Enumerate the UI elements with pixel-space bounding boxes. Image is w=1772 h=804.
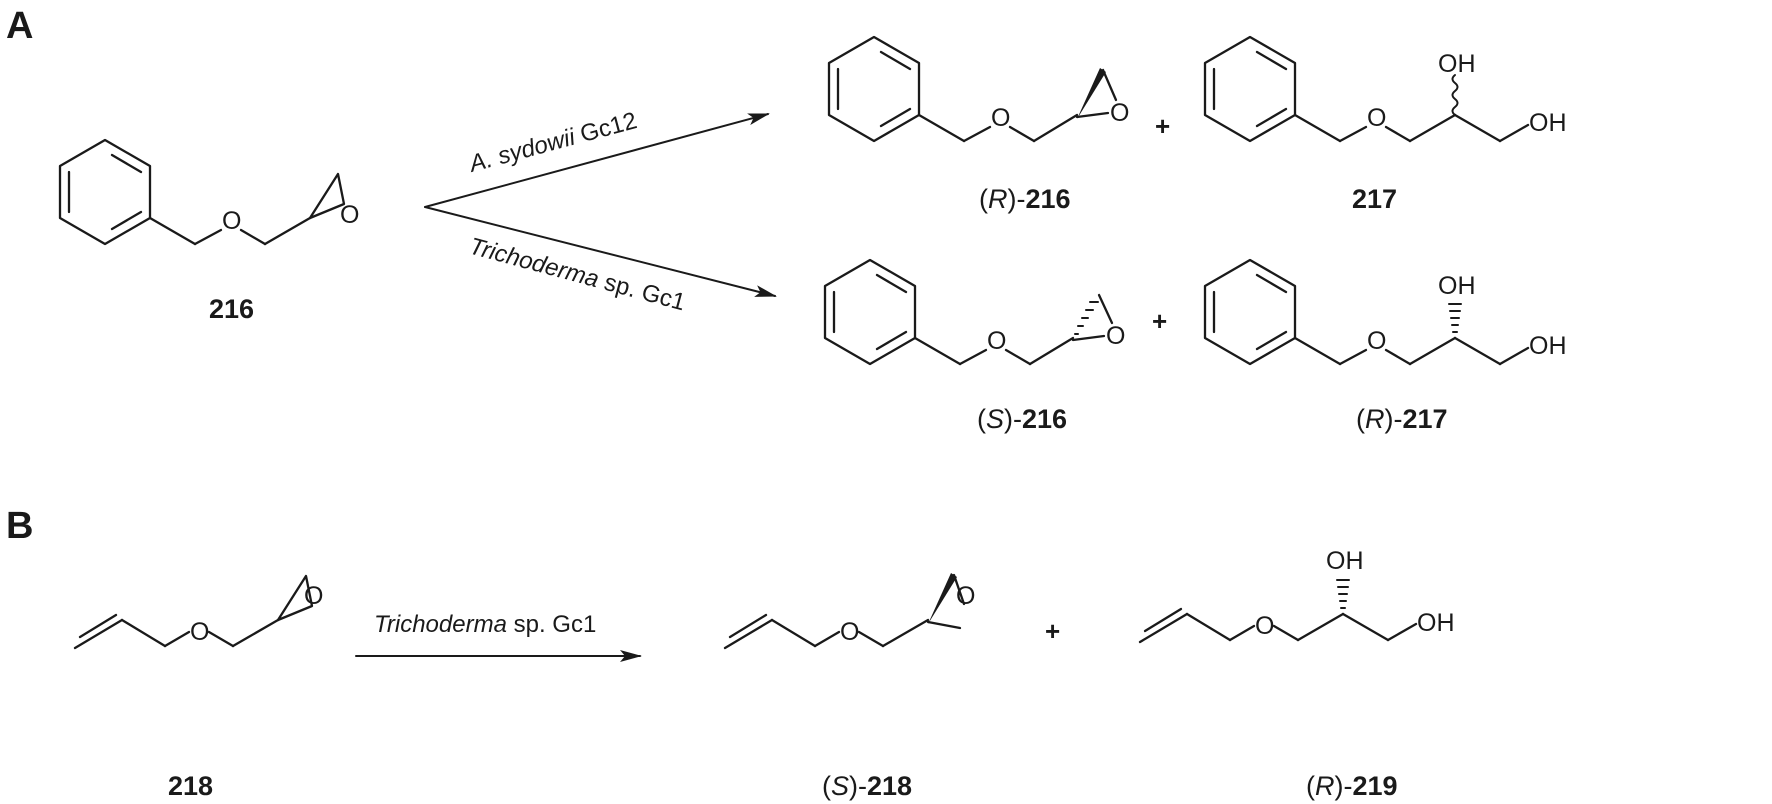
plus-sign: + [1045, 616, 1060, 646]
ether-oxygen-atom: O [987, 327, 1006, 355]
compound-label-r219: (R)-219 [1306, 771, 1398, 801]
molecule-217: O OH OH [1203, 35, 1567, 143]
ether-oxygen-atom: O [991, 104, 1010, 132]
epoxide-oxygen-atom: O [956, 582, 975, 610]
plus-sign: + [1155, 111, 1170, 141]
epoxide-oxygen-atom: O [1110, 99, 1129, 127]
ether-oxygen-atom: O [1367, 327, 1386, 355]
epoxide-oxygen-atom: O [340, 201, 359, 229]
hydroxyl-group: OH [1529, 109, 1567, 137]
compound-label-s218: (S)-218 [822, 771, 912, 801]
molecule-r217: O OH OH [1203, 258, 1567, 366]
condition-b: Trichoderma sp. Gc1 [374, 611, 596, 638]
hydroxyl-group: OH [1438, 50, 1476, 78]
panel-label-a: A [6, 5, 33, 47]
reaction-arrow-lower [424, 206, 777, 297]
hydroxyl-group: OH [1417, 609, 1455, 637]
compound-label-s216: (S)-216 [977, 404, 1067, 434]
compound-label-r217: (R)-217 [1356, 404, 1448, 434]
compound-label-r216: (R)-216 [979, 184, 1071, 214]
reaction-arrow-upper [424, 113, 770, 208]
panel-label-b: B [6, 505, 33, 547]
epoxide-oxygen-atom: O [1106, 322, 1125, 350]
molecule-r219: O OH OH [1138, 547, 1455, 644]
ether-oxygen-atom: O [222, 207, 241, 235]
molecule-r216: O O [827, 35, 1129, 143]
epoxide-oxygen-atom: O [304, 582, 323, 610]
ether-oxygen-atom: O [190, 618, 209, 646]
ether-oxygen-atom: O [840, 618, 859, 646]
ether-oxygen-atom: O [1367, 104, 1386, 132]
compound-label-217: 217 [1352, 184, 1397, 214]
hydroxyl-group: OH [1438, 272, 1476, 300]
compound-label-218: 218 [168, 771, 213, 801]
compound-label-216: 216 [209, 294, 254, 324]
molecule-s216: O O [823, 258, 1125, 366]
molecule-216: O O [58, 138, 359, 246]
hydroxyl-group: OH [1529, 332, 1567, 360]
molecule-218: O O [73, 574, 323, 650]
condition-upper: A. sydowii Gc12 [465, 107, 640, 178]
hydroxyl-group: OH [1326, 547, 1364, 575]
ether-oxygen-atom: O [1255, 612, 1274, 640]
plus-sign: + [1152, 306, 1167, 336]
molecule-s218: O O [723, 573, 975, 650]
